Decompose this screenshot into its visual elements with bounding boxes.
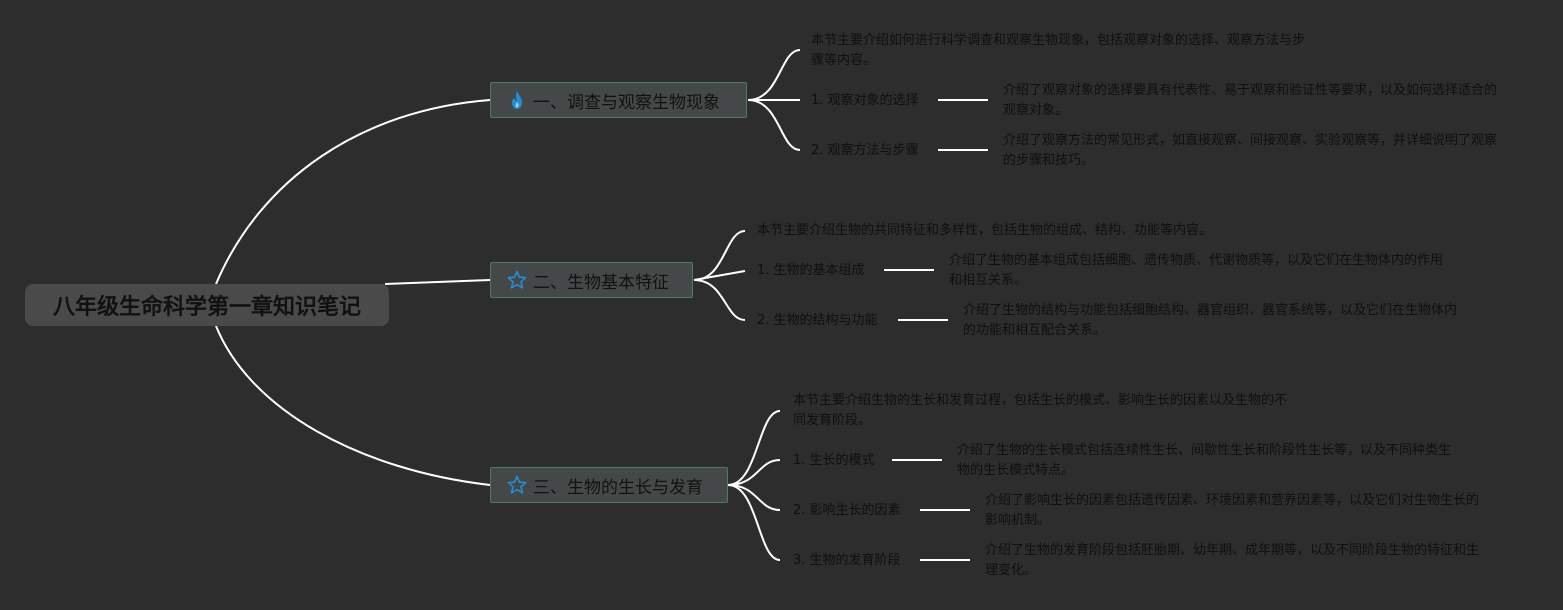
section-summary[interactable]: 本节主要介绍如何进行科学调查和观察生物现象，包括观察对象的选择、观察方法与步骤等…: [811, 33, 1306, 68]
subtopic-label[interactable]: 1. 生物的基本组成: [757, 263, 865, 278]
topic-title: 一、调查与观察生物现象: [533, 92, 720, 113]
root-title: 八年级生命科学第一章知识笔记: [52, 295, 361, 320]
topic-section-1[interactable]: 一、调查与观察生物现象: [490, 82, 747, 118]
subtopic-detail[interactable]: 介绍了生物的结构与功能包括细胞结构、器官组织、器官系统等，以及它们在生物体内的功…: [963, 303, 1458, 338]
subtopic-label[interactable]: 2. 观察方法与步骤: [811, 143, 919, 158]
star-icon: [507, 270, 527, 290]
subtopic-detail[interactable]: 介绍了观察方法的常见形式，如直接观察、间接观察、实验观察等，并详细说明了观察的步…: [1003, 133, 1498, 168]
topic-section-3[interactable]: 三、生物的生长与发育: [490, 467, 728, 503]
subtopic-detail[interactable]: 介绍了生物的基本组成包括细胞、遗传物质、代谢物质等，以及它们在生物体内的作用和相…: [949, 253, 1444, 288]
subtopic-label[interactable]: 1. 生长的模式: [793, 453, 875, 468]
topic-title: 三、生物的生长与发育: [533, 477, 703, 498]
subtopic-label[interactable]: 2. 生物的结构与功能: [757, 313, 878, 328]
subtopic-detail[interactable]: 介绍了生物的发育阶段包括胚胎期、幼年期、成年期等，以及不同阶段生物的特征和生理变…: [985, 543, 1480, 578]
section-summary[interactable]: 本节主要介绍生物的共同特征和多样性，包括生物的组成、结构、功能等内容。: [757, 223, 1213, 238]
section-summary[interactable]: 本节主要介绍生物的生长和发育过程，包括生长的模式、影响生长的因素以及生物的不同发…: [793, 393, 1288, 428]
star-icon: [507, 475, 527, 495]
fire-icon: [507, 90, 527, 110]
topic-section-2[interactable]: 二、生物基本特征: [490, 262, 693, 298]
subtopic-label[interactable]: 2. 影响生长的因素: [793, 503, 901, 518]
topic-title: 二、生物基本特征: [533, 272, 669, 293]
subtopic-label[interactable]: 1. 观察对象的选择: [811, 93, 919, 108]
subtopic-label[interactable]: 3. 生物的发育阶段: [793, 553, 901, 568]
root-topic[interactable]: 八年级生命科学第一章知识笔记: [25, 284, 389, 326]
subtopic-detail[interactable]: 介绍了影响生长的因素包括遗传因素、环境因素和营养因素等，以及它们对生物生长的影响…: [985, 493, 1480, 528]
subtopic-detail[interactable]: 介绍了观察对象的选择要具有代表性、易于观察和验证性等要求，以及如何选择适合的观察…: [1003, 83, 1498, 118]
subtopic-detail[interactable]: 介绍了生物的生长模式包括连续性生长、间歇性生长和阶段性生长等，以及不同种类生物的…: [957, 443, 1452, 478]
